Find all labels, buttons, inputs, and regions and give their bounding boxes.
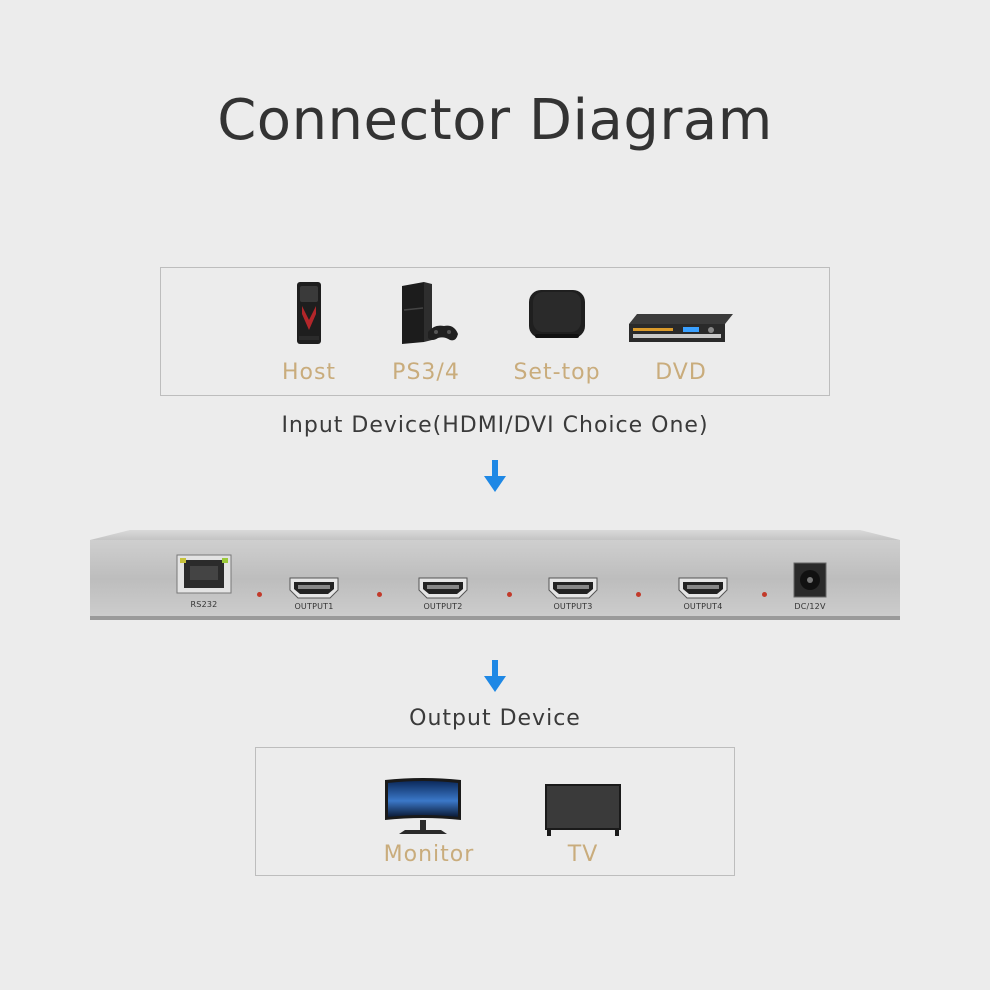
input-device-set-top: Set-top — [511, 280, 603, 390]
port-label: OUTPUT3 — [553, 602, 593, 611]
device-label: TV — [567, 842, 599, 867]
input-caption: Input Device(HDMI/DVI Choice One) — [281, 413, 709, 438]
status-led — [636, 592, 641, 597]
game-console-icon — [402, 282, 458, 344]
page-title: Connector Diagram — [217, 88, 773, 153]
set-top-box-icon — [529, 290, 585, 338]
hdmi-port-icon — [289, 577, 339, 599]
status-led — [377, 592, 382, 597]
dc-power-jack-icon — [793, 562, 827, 598]
input-device-ps: PS3/4 — [386, 280, 466, 390]
device-label: Host — [281, 360, 337, 385]
hdmi-splitter-rear-panel: RS232 OUTPUT1 OUTPUT2 OUTPUT3 OUTPUT4 DC… — [90, 530, 900, 622]
hdmi-port-icon — [678, 577, 728, 599]
input-device-host: Host — [269, 280, 349, 390]
device-label: Set-top — [513, 360, 601, 385]
output-device-monitor: Monitor — [374, 768, 484, 873]
status-led — [507, 592, 512, 597]
pc-tower-icon — [297, 282, 321, 344]
hdmi-port-icon — [548, 577, 598, 599]
arrow-down-icon — [484, 460, 506, 492]
port-label: OUTPUT2 — [423, 602, 463, 611]
output-devices-panel: Monitor TV — [255, 747, 735, 876]
input-device-dvd: DVD — [626, 280, 736, 390]
input-devices-panel: Host PS3/4 Set-top DVD — [160, 267, 830, 396]
status-led — [762, 592, 767, 597]
output-device-tv: TV — [538, 768, 628, 873]
device-label: Monitor — [383, 842, 475, 867]
curved-monitor-icon — [385, 778, 461, 834]
dvd-player-icon — [629, 314, 733, 342]
output-caption: Output Device — [409, 706, 581, 731]
hdmi-port-icon — [418, 577, 468, 599]
status-led — [257, 592, 262, 597]
port-label: OUTPUT4 — [683, 602, 723, 611]
port-label: DC/12V — [794, 602, 826, 611]
tv-icon — [545, 784, 621, 836]
rj45-port-icon — [176, 554, 232, 594]
arrow-down-icon — [484, 660, 506, 692]
port-label: RS232 — [190, 600, 218, 609]
device-label: DVD — [655, 360, 707, 385]
device-label: PS3/4 — [392, 360, 460, 385]
port-label: OUTPUT1 — [294, 602, 334, 611]
